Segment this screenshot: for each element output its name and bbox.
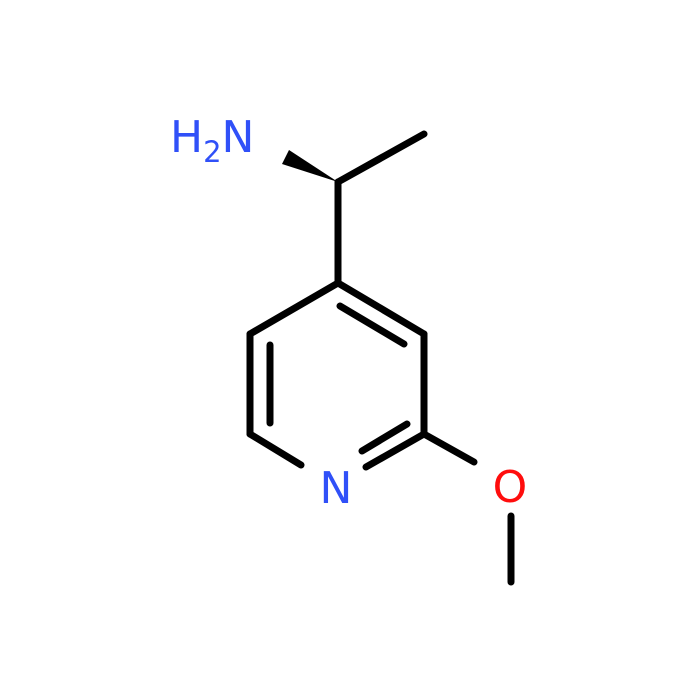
bond-ring-c4-c3: [334, 279, 428, 338]
oxygen-label: O: [493, 462, 528, 513]
bond-ring-c2-n1-inner: [358, 420, 411, 455]
bond-ring-n1-c6: [246, 430, 305, 469]
bond-chiral-carbon-methyl: [334, 130, 428, 186]
bond-ring-c5-c4: [246, 279, 342, 338]
bond-ring-c2-n1: [362, 430, 428, 471]
ring-nitrogen-label: N: [320, 463, 353, 514]
atom-labels: H2N N O: [170, 112, 527, 514]
wedge-bond-amine: [282, 150, 338, 182]
bond-c2-oxygen: [420, 430, 478, 466]
bond-ring-c4-c3-inner: [336, 302, 408, 348]
amine-label: H2N: [170, 112, 254, 169]
bonds: [246, 130, 515, 586]
